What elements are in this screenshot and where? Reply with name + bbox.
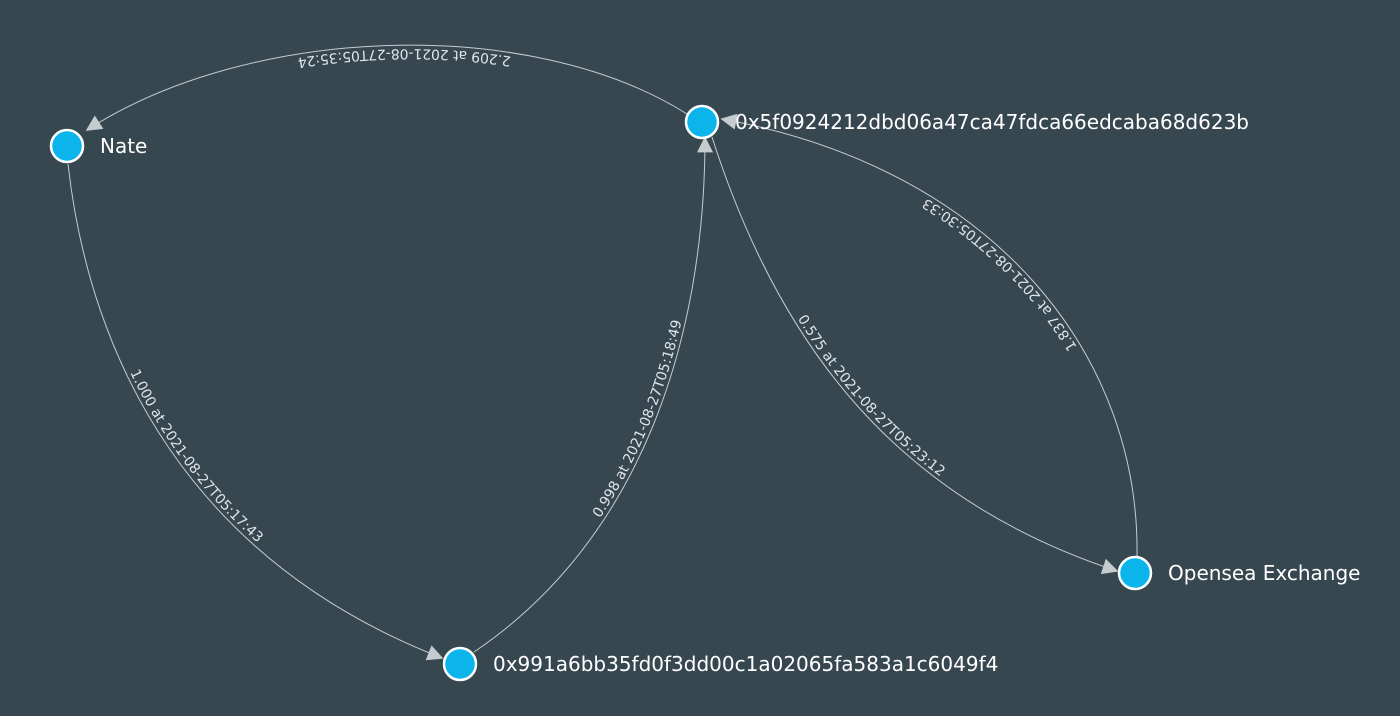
- edge-label: 2.209 at 2021-08-27T05:35:24: [296, 45, 511, 70]
- edge-nate-to-wallet99[interactable]: 1.000 at 2021-08-27T05:17:43: [67, 163, 444, 661]
- edge-label: 1.000 at 2021-08-27T05:17:43: [126, 367, 266, 546]
- edge-wallet5f-to-opensea[interactable]: 0.575 at 2021-08-27T05:23:12: [711, 136, 1119, 575]
- edge-wallet5f-to-nate[interactable]: 2.209 at 2021-08-27T05:35:24: [85, 44, 688, 131]
- node-nate[interactable]: Nate: [49, 128, 147, 164]
- edge-line[interactable]: [85, 44, 688, 131]
- nodes: Nate 0x5f0924212dbd06a47ca47fdca66edcaba…: [49, 104, 1360, 682]
- edge-label: 0.998 at 2021-08-27T05:18:49: [590, 318, 686, 520]
- edge-line[interactable]: [711, 136, 1119, 575]
- node-opensea-exchange[interactable]: Opensea Exchange: [1117, 555, 1360, 591]
- node-circle[interactable]: [49, 128, 85, 164]
- node-circle[interactable]: [684, 104, 720, 140]
- edge-opensea-to-wallet5f[interactable]: 1.837 at 2021-08-27T05:30:33: [720, 113, 1138, 557]
- node-circle[interactable]: [442, 646, 478, 682]
- edges: 2.209 at 2021-08-27T05:35:24 1.000 at 20…: [67, 44, 1138, 661]
- node-circle[interactable]: [1117, 555, 1153, 591]
- edge-line[interactable]: [720, 113, 1138, 557]
- edge-line[interactable]: [67, 163, 444, 661]
- node-label: Nate: [100, 134, 147, 158]
- node-wallet-99[interactable]: 0x991a6bb35fd0f3dd00c1a02065fa583a1c6049…: [442, 646, 998, 682]
- node-label: 0x991a6bb35fd0f3dd00c1a02065fa583a1c6049…: [493, 652, 998, 676]
- edge-wallet99-to-wallet5f[interactable]: 0.998 at 2021-08-27T05:18:49: [473, 136, 713, 653]
- node-wallet-5f[interactable]: 0x5f0924212dbd06a47ca47fdca66edcaba68d62…: [684, 104, 1249, 140]
- edge-line[interactable]: [473, 136, 713, 653]
- node-label: 0x5f0924212dbd06a47ca47fdca66edcaba68d62…: [735, 110, 1249, 134]
- node-label: Opensea Exchange: [1168, 561, 1360, 585]
- edge-label: 0.575 at 2021-08-27T05:23:12: [794, 312, 948, 480]
- edge-label: 1.837 at 2021-08-27T05:30:33: [920, 195, 1081, 354]
